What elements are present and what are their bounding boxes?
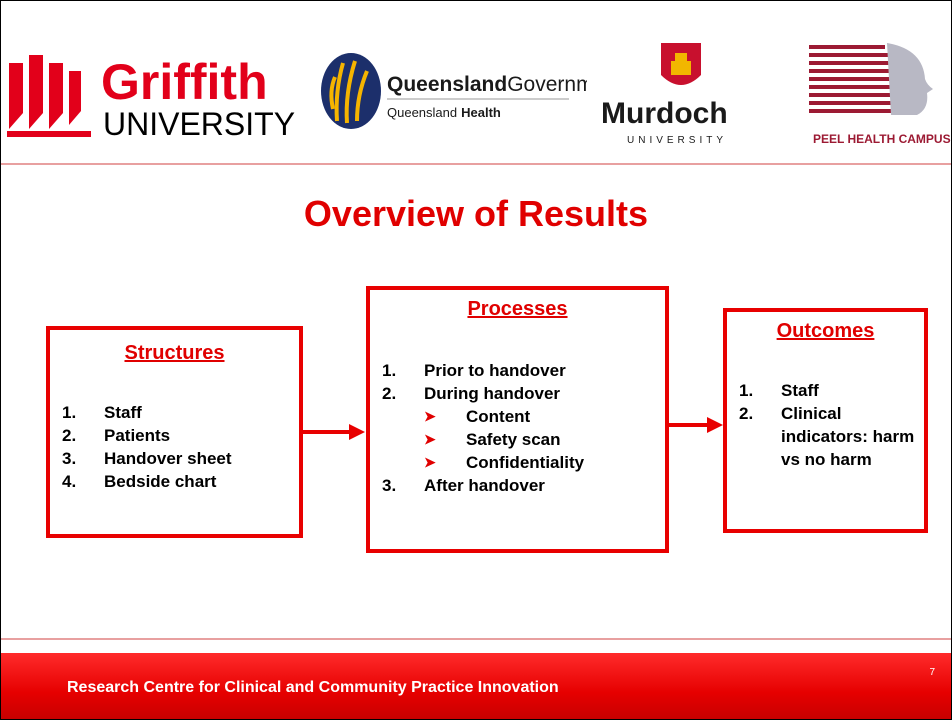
structures-list: 1. Staff 2. Patients 3. Handover sheet 4. Be… [50,401,299,493]
arrow-bullet-icon: ➤ [424,454,436,470]
arrow-bullet-icon: ➤ [424,408,436,424]
item-text: Handover sheet [104,449,232,468]
item-number: 1. [62,403,77,422]
peel-label: PEEL HEALTH CAMPUS [813,132,951,146]
item-number: 2. [382,384,397,403]
structures-to-processes-arrow [303,424,365,440]
griffith-logo: Griffith UNIVERSITY [3,49,313,142]
item-text: Staff [104,403,142,422]
sub-item-text: Safety scan [466,430,561,449]
outcomes-list: 1. Staff 2. Clinical indicators: harm vs n… [727,379,924,471]
structures-heading: Structures [124,342,225,364]
footer-text: Research Centre for Clinical and Communi… [67,679,559,696]
processes-list: 1. Prior to handover 2. During handover ➤ C… [370,359,665,497]
item-number: 4. [62,472,77,491]
item-text: Prior to handover [424,361,566,380]
item-text: During handover [424,384,561,403]
peel-health-campus-logo: PEEL HEALTH CAMPUS [787,39,951,151]
item-number: 3. [62,449,77,468]
list-item: 2. Patients [50,424,299,447]
list-item: 2. Clinical indicators: harm vs no harm [727,402,924,471]
sub-list-item: ➤ Safety scan [370,428,665,451]
footer-bar: Research Centre for Clinical and Communi… [1,653,951,719]
griffith-wordmark: Griffith [101,54,268,110]
murdoch-logo: Murdoch UNIVERSITY [591,41,781,151]
item-number: 2. [62,426,77,445]
svg-text:QueenslandGovernment: QueenslandGovernment [387,73,587,96]
list-item: 3. After handover [370,474,665,497]
list-item: 1. Staff [727,379,924,402]
list-item: 2. During handover [370,382,665,405]
processes-to-outcomes-arrow [669,417,723,433]
item-text: Clinical indicators: harm vs no harm [781,404,915,469]
qld-rest: Government [507,73,587,96]
list-item: 1. Staff [50,401,299,424]
item-text: Patients [104,426,171,445]
sub-item-text: Confidentiality [466,453,585,472]
list-item: 3. Handover sheet [50,447,299,470]
list-item: 1. Prior to handover [370,359,665,382]
qld-health-bold: Health [461,105,501,120]
sub-list-item: ➤ Content [370,405,665,428]
sub-item-text: Content [466,407,531,426]
item-number: 3. [382,476,397,495]
outcomes-heading: Outcomes [776,320,875,342]
sub-list-item: ➤ Confidentiality [370,451,665,474]
qld-health-plain: Queensland [387,105,457,120]
item-number: 1. [382,361,397,380]
item-text: After handover [424,476,545,495]
footer-divider [1,638,951,640]
item-number: 1. [739,381,754,400]
slide-title: Overview of Results [303,193,649,234]
structures-box: Structures 1. Staff 2. Patients 3. Handover… [46,326,303,538]
item-text: Bedside chart [104,472,217,491]
arrow-bullet-icon: ➤ [424,431,436,447]
header-divider [1,163,951,165]
item-text: Staff [781,381,819,400]
list-item: 4. Bedside chart [50,470,299,493]
processes-box: Processes 1. Prior to handover 2. During h… [366,286,669,553]
griffith-university-text: UNIVERSITY [103,106,295,141]
item-number: 2. [739,404,754,423]
qld-bold: Queensland [387,73,507,96]
processes-heading: Processes [467,298,568,320]
outcomes-box: Outcomes 1. Staff 2. Clinical indicators: … [723,308,928,533]
murdoch-university-text: UNIVERSITY [627,135,727,146]
page-number: 7 [929,667,935,678]
murdoch-wordmark: Murdoch [601,97,728,130]
